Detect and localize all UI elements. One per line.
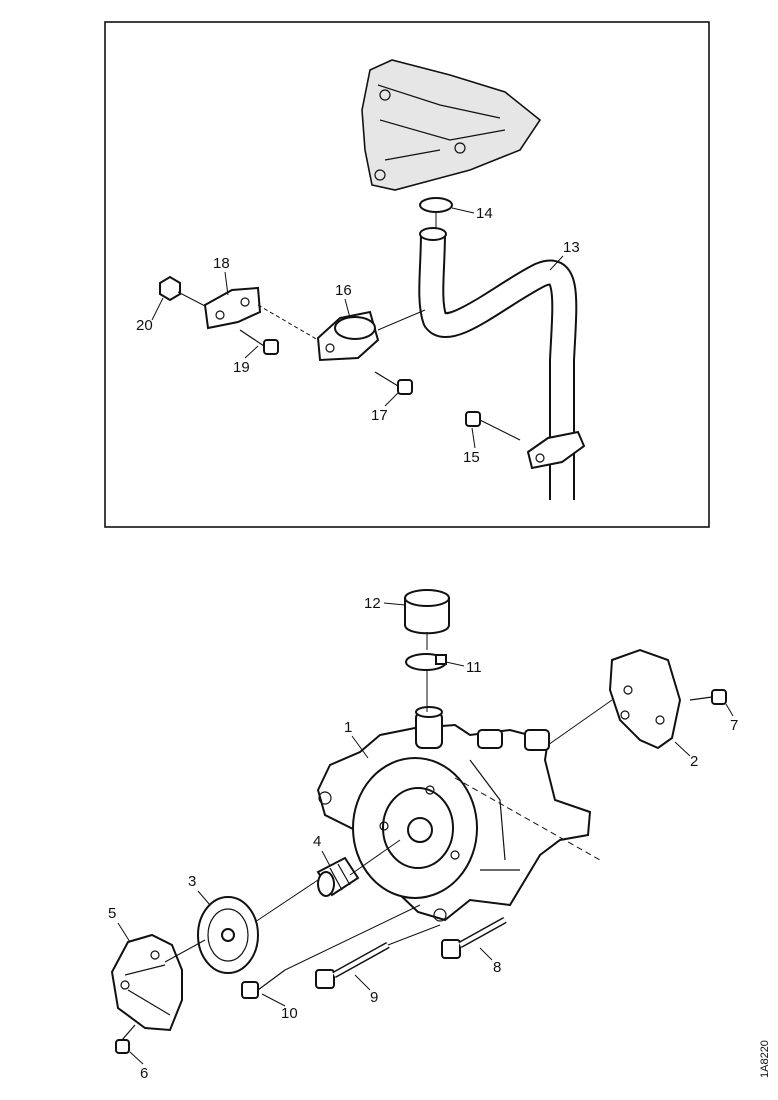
callout-10: 10 bbox=[281, 1005, 298, 1022]
manifold-flange bbox=[361, 59, 542, 191]
part-17-bolt bbox=[374, 371, 413, 395]
part-18-plate bbox=[203, 286, 262, 330]
callout-19: 19 bbox=[233, 359, 250, 376]
part-16-bracket bbox=[316, 310, 380, 362]
callout-17: 17 bbox=[371, 407, 388, 424]
part-14-gasket-ring bbox=[419, 197, 453, 213]
callout-6: 6 bbox=[140, 1065, 148, 1082]
part-8-bolt bbox=[441, 916, 507, 959]
callout-13: 13 bbox=[563, 239, 580, 256]
upper-assembly-lines bbox=[177, 212, 437, 341]
callout-7: 7 bbox=[730, 717, 738, 734]
part-13-pipe bbox=[418, 227, 578, 500]
part-19-bolt bbox=[239, 329, 279, 355]
part-1-pump-body bbox=[316, 706, 601, 922]
callout-20: 20 bbox=[136, 317, 153, 334]
callout-9: 9 bbox=[370, 989, 378, 1006]
callout-12: 12 bbox=[364, 595, 381, 612]
callout-3: 3 bbox=[188, 873, 196, 890]
part-11-hose-clamp bbox=[405, 653, 447, 671]
part-2-cover-plate bbox=[608, 648, 682, 750]
part-6-bolt bbox=[115, 1024, 136, 1054]
callout-16: 16 bbox=[335, 282, 352, 299]
part-9-bolt bbox=[315, 941, 390, 989]
part-20-nut bbox=[159, 275, 181, 302]
callout-14: 14 bbox=[476, 205, 493, 222]
callout-1: 1 bbox=[344, 719, 352, 736]
reference-code: 1A8220 bbox=[759, 1040, 771, 1078]
callout-labels: 14 13 18 16 20 19 17 15 12 11 1 7 2 4 3 … bbox=[108, 205, 738, 1082]
detail-panel-frame bbox=[104, 21, 710, 528]
part-3-impeller-disc bbox=[197, 896, 259, 974]
part-12-cap bbox=[404, 589, 450, 635]
part-4-bearing bbox=[316, 856, 360, 897]
part-5-pulley-cover bbox=[110, 933, 183, 1032]
callout-11: 11 bbox=[466, 659, 482, 676]
part-15-bolt-clamp bbox=[465, 411, 586, 470]
callout-15: 15 bbox=[463, 449, 480, 466]
callout-5: 5 bbox=[108, 905, 116, 922]
lower-assembly-lines bbox=[164, 632, 613, 971]
callout-8: 8 bbox=[493, 959, 501, 976]
part-10-bolt bbox=[241, 969, 286, 999]
callout-2: 2 bbox=[690, 753, 698, 770]
callout-18: 18 bbox=[213, 255, 230, 272]
callout-4: 4 bbox=[313, 833, 321, 850]
part-7-bolt bbox=[689, 689, 727, 705]
